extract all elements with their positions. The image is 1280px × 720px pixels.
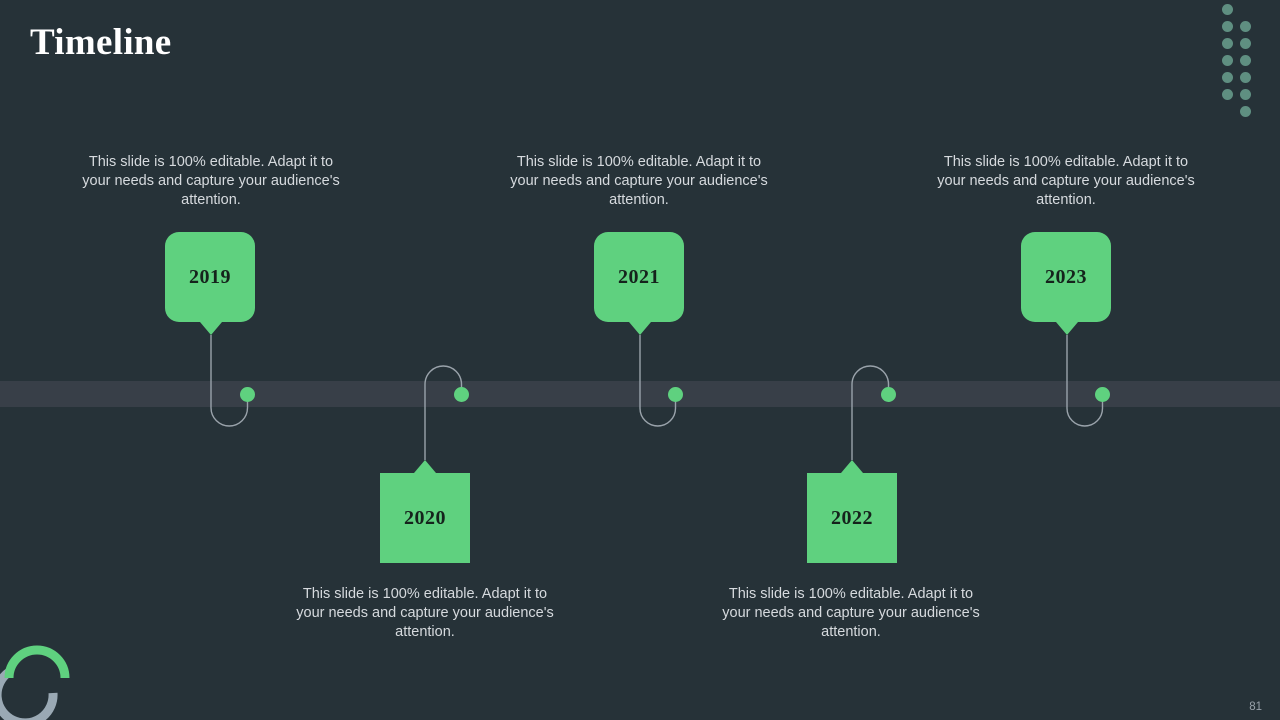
page-number: 81 [1249,701,1262,713]
year-label: 2021 [618,266,660,288]
year-card-2021[interactable]: 2021 [594,232,684,322]
year-label: 2022 [831,507,873,529]
grid-dot [1240,55,1251,66]
corner-arc-decoration [0,645,70,720]
grid-dot [1240,72,1251,83]
milestone-dot-2021[interactable] [668,387,683,402]
grid-dot [1222,89,1233,100]
year-label: 2023 [1045,266,1087,288]
dot-grid-decoration [1222,4,1262,117]
grid-dot [1240,21,1251,32]
milestone-dot-2022[interactable] [881,387,896,402]
year-label: 2020 [404,507,446,529]
milestone-description-2021: This slide is 100% editable. Adapt it to… [510,154,768,208]
milestone-dot-2023[interactable] [1095,387,1110,402]
milestone-description-2019: This slide is 100% editable. Adapt it to… [82,154,340,208]
grid-dot [1222,21,1233,32]
card-tail-2022 [841,460,863,473]
milestone-description-2022: This slide is 100% editable. Adapt it to… [722,586,980,640]
page-title: Timeline [30,22,172,63]
card-tail-2020 [414,460,436,473]
grid-dot [1240,106,1251,117]
milestone-dot-2020[interactable] [454,387,469,402]
grid-dot [1222,4,1233,15]
milestone-description-2023: This slide is 100% editable. Adapt it to… [937,154,1195,208]
year-card-2019[interactable]: 2019 [165,232,255,322]
year-card-2023[interactable]: 2023 [1021,232,1111,322]
card-tail-2023 [1056,322,1078,335]
grid-dot [1222,72,1233,83]
card-tail-2021 [629,322,651,335]
grid-dot [1222,38,1233,49]
year-label: 2019 [189,266,231,288]
grid-dot [1222,55,1233,66]
year-card-2022[interactable]: 2022 [807,473,897,563]
grid-dot [1240,89,1251,100]
milestone-dot-2019[interactable] [240,387,255,402]
year-card-2020[interactable]: 2020 [380,473,470,563]
timeline-band [0,381,1280,407]
milestone-description-2020: This slide is 100% editable. Adapt it to… [296,586,554,640]
gray-arc-icon [0,668,58,720]
grid-dot [1240,38,1251,49]
green-arc-icon [4,645,70,679]
card-tail-2019 [200,322,222,335]
